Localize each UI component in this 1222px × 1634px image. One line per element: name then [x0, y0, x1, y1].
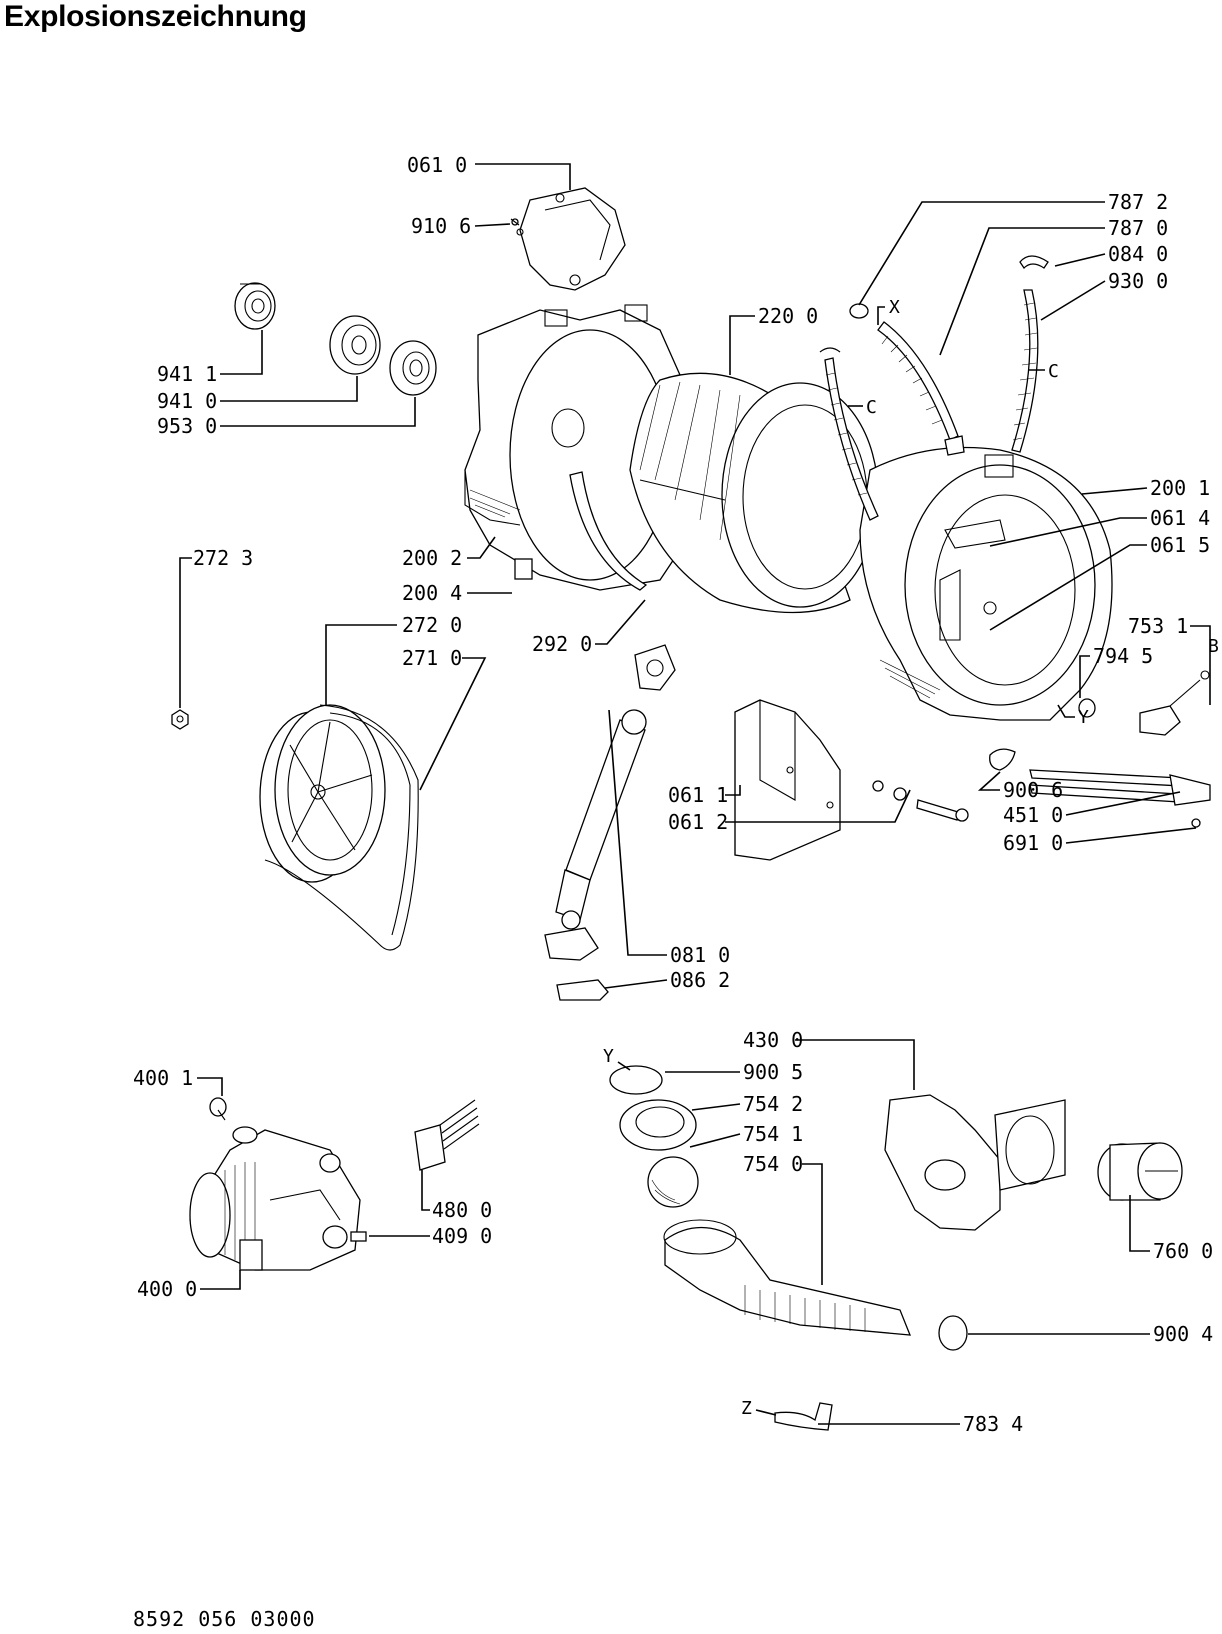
hose-783-4-part	[774, 1402, 833, 1431]
shock-absorber-part	[544, 644, 676, 961]
label-061-0: 061 0	[407, 153, 467, 177]
label-200-1: 200 1	[1150, 476, 1210, 500]
label-953-0: 953 0	[157, 414, 217, 438]
label-754-2: 754 2	[743, 1092, 803, 1116]
label-061-2: 061 2	[668, 810, 728, 834]
label-787-2: 787 2	[1108, 190, 1168, 214]
ntc-sensor-part	[1139, 670, 1210, 736]
marker-x: X	[889, 297, 900, 318]
label-754-1: 754 1	[743, 1122, 803, 1146]
heater-element-part	[1029, 769, 1211, 806]
marker-letters: X C C Y B Y Z	[603, 297, 1219, 1419]
label-783-4: 783 4	[963, 1412, 1023, 1436]
motor-part-400-1	[209, 1097, 227, 1121]
part-labels: 061 0 910 6 787 2 787 0 084 0 930 0 220 …	[133, 153, 1213, 1436]
heater-nut-part	[1191, 818, 1201, 828]
screw-part	[510, 218, 520, 226]
label-400-0: 400 0	[137, 1277, 197, 1301]
label-760-0: 760 0	[1153, 1239, 1213, 1263]
label-400-1: 400 1	[133, 1066, 193, 1090]
drain-pump-part	[884, 1094, 1066, 1231]
label-220-0: 220 0	[758, 304, 818, 328]
counterweight-part	[569, 471, 648, 591]
label-794-5: 794 5	[1093, 644, 1153, 668]
label-086-2: 086 2	[670, 968, 730, 992]
pressure-switch-part	[516, 187, 626, 291]
bushing-794-5-part	[1078, 698, 1096, 718]
label-061-1: 061 1	[668, 783, 728, 807]
seal-953-0-part	[389, 340, 437, 396]
bellows-hose-930-part	[1011, 255, 1049, 453]
page-title: Explosionszeichnung	[4, 0, 307, 33]
motor-part	[189, 1126, 361, 1271]
front-tub-part	[859, 446, 1113, 721]
marker-y-upper: Y	[1078, 707, 1089, 728]
sump-hose-part	[663, 1219, 911, 1336]
pulley-part	[259, 704, 386, 883]
shock-pin-part	[556, 979, 609, 1001]
label-691-0: 691 0	[1003, 831, 1063, 855]
label-900-6: 900 6	[1003, 778, 1063, 802]
marker-z: Z	[741, 1398, 752, 1419]
clamp-900-5-part	[609, 1065, 663, 1095]
leader-lines	[179, 163, 1211, 1425]
rear-tub-part	[464, 304, 701, 591]
label-061-5: 061 5	[1150, 533, 1210, 557]
clip-part	[514, 558, 533, 580]
label-200-4: 200 4	[402, 581, 462, 605]
label-753-1: 753 1	[1128, 614, 1188, 638]
drive-belt-part	[264, 704, 419, 951]
label-941-1: 941 1	[157, 362, 217, 386]
connector-part	[414, 1099, 480, 1171]
label-272-0: 272 0	[402, 613, 462, 637]
marker-b: B	[1208, 636, 1219, 657]
clamp-900-4-part	[938, 1315, 968, 1351]
clamp-900-6-part	[989, 748, 1016, 771]
label-480-0: 480 0	[432, 1198, 492, 1222]
label-910-6: 910 6	[411, 214, 471, 238]
label-081-0: 081 0	[670, 943, 730, 967]
label-430-0: 430 0	[743, 1028, 803, 1052]
marker-y-lower: Y	[603, 1046, 614, 1067]
nut-part	[171, 709, 189, 730]
label-084-0: 084 0	[1108, 242, 1168, 266]
label-451-0: 451 0	[1003, 803, 1063, 827]
label-900-5: 900 5	[743, 1060, 803, 1084]
label-941-0: 941 0	[157, 389, 217, 413]
motor-bracket-part	[734, 699, 841, 861]
label-200-2: 200 2	[402, 546, 462, 570]
pump-filter-part	[1097, 1142, 1183, 1201]
label-900-4: 900 4	[1153, 1322, 1213, 1346]
bearing-941-0-part	[329, 315, 381, 375]
bracket-screw-part	[872, 780, 969, 822]
label-272-3: 272 3	[193, 546, 253, 570]
marker-c-left: C	[866, 397, 877, 418]
carbon-brush-part	[350, 1231, 367, 1242]
document-code: 8592 056 03000	[133, 1607, 316, 1631]
label-061-4: 061 4	[1150, 506, 1210, 530]
bearing-941-1-part	[234, 282, 276, 330]
label-754-0: 754 0	[743, 1152, 803, 1176]
marker-c-right: C	[1048, 361, 1059, 382]
ball-part	[647, 1156, 699, 1208]
bellows-hose-c-part	[819, 347, 879, 521]
ring-787-2-part	[849, 303, 869, 319]
label-787-0: 787 0	[1108, 216, 1168, 240]
label-292-0: 292 0	[532, 632, 592, 656]
drum-part	[629, 372, 879, 614]
ball-valve-ring-part	[619, 1099, 697, 1151]
label-271-0: 271 0	[402, 646, 462, 670]
label-930-0: 930 0	[1108, 269, 1168, 293]
label-409-0: 409 0	[432, 1224, 492, 1248]
bellows-hose-787-0-part	[877, 321, 965, 456]
